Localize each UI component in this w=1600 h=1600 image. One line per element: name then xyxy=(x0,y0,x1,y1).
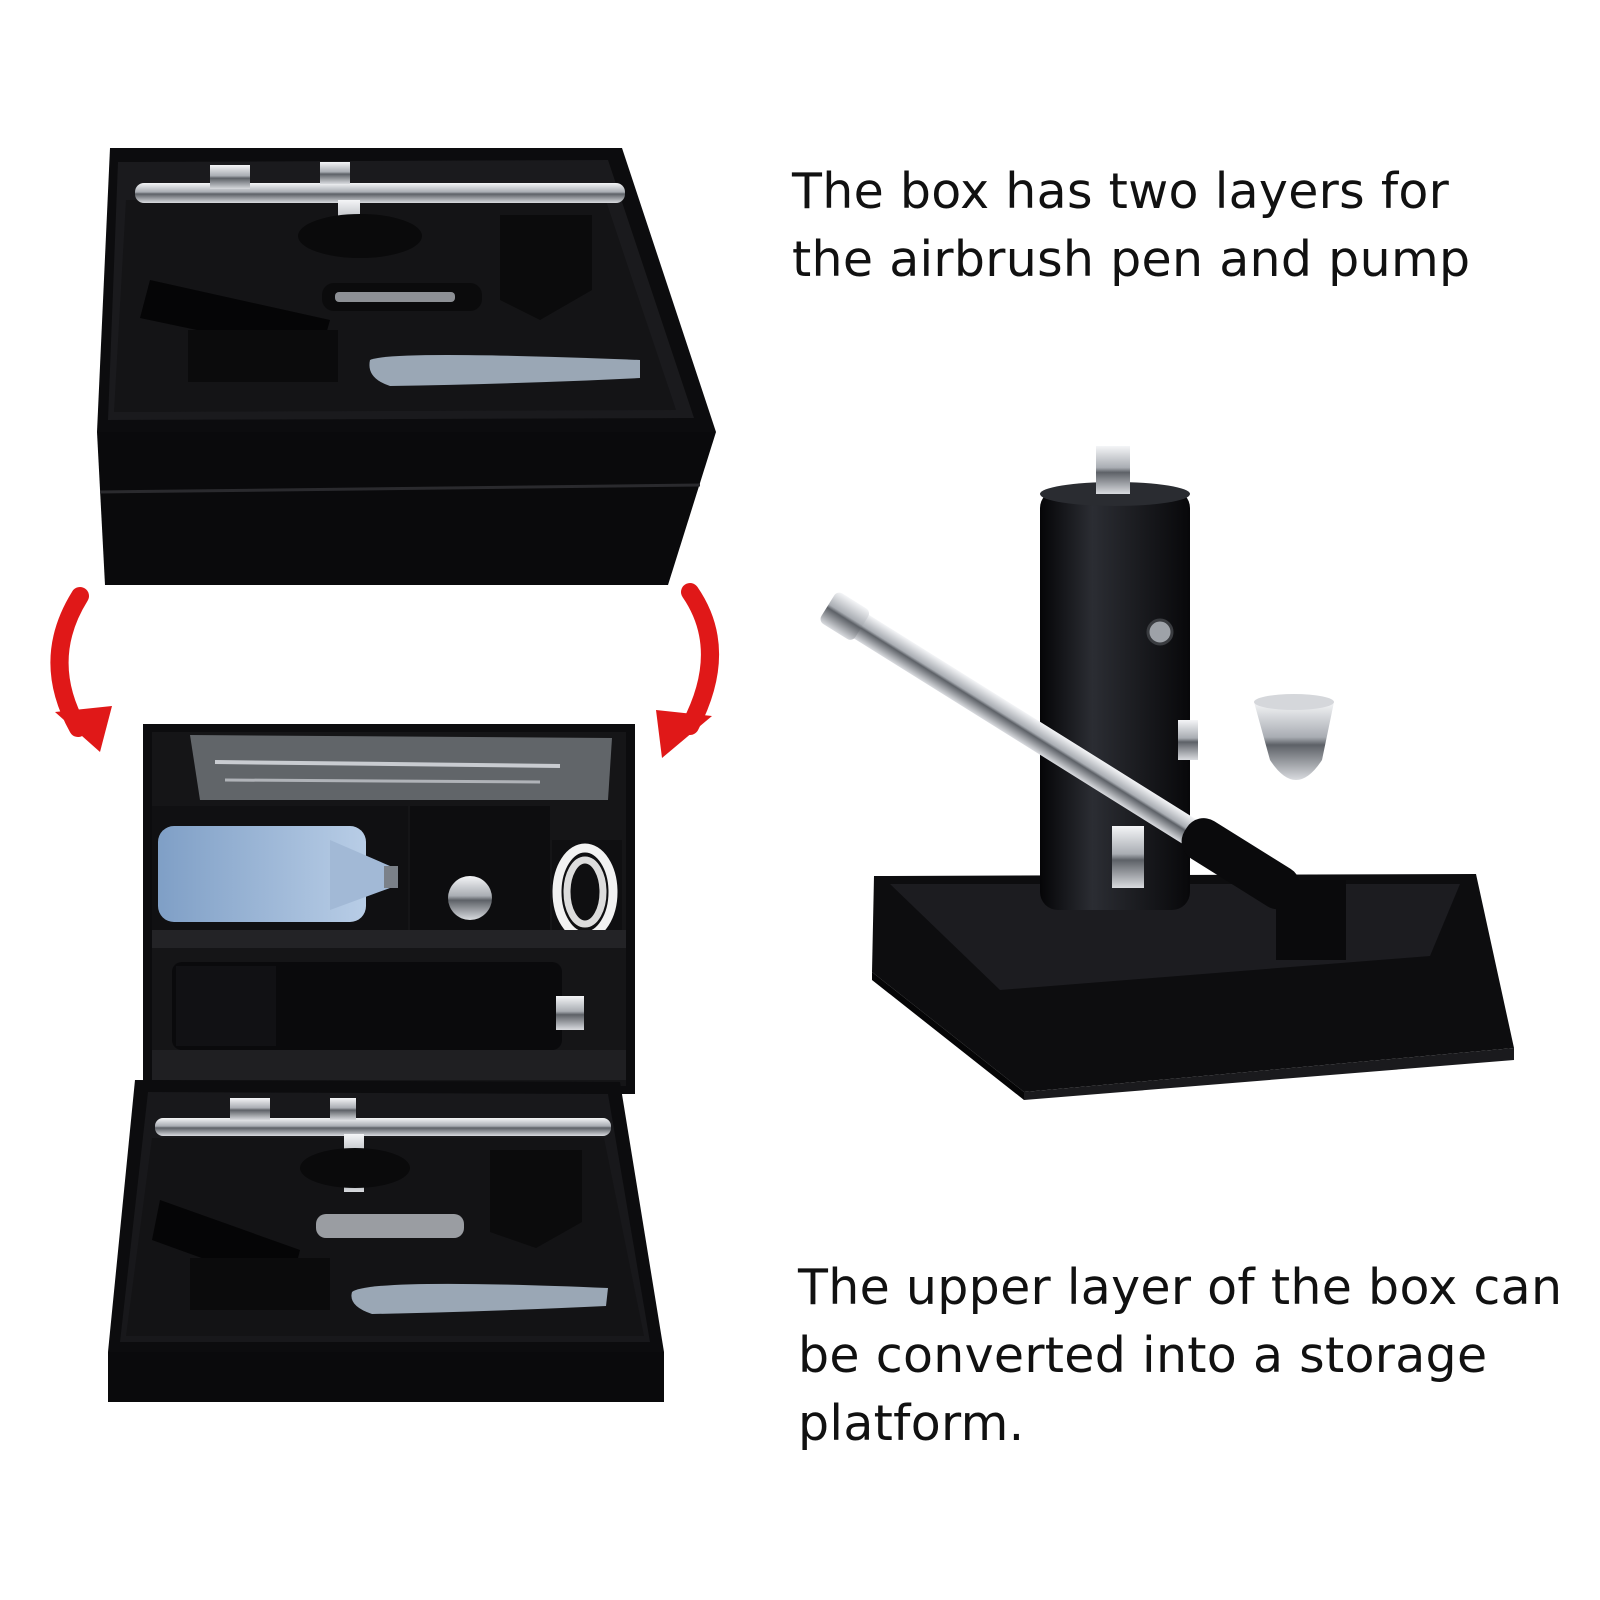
caption-bottom-line-3: platform. xyxy=(798,1395,1025,1452)
cleaning-bottle xyxy=(158,826,398,922)
caption-top: The box has two layers for the airbrush … xyxy=(792,158,1582,294)
airbrush-in-box-lower xyxy=(155,1098,611,1192)
caption-top-line-1: The box has two layers for xyxy=(792,163,1450,220)
box-upper-layer-open xyxy=(108,1080,664,1402)
air-pump-in-box xyxy=(172,962,584,1050)
box-top-closed xyxy=(97,148,716,585)
arrow-left-icon xyxy=(50,587,112,752)
caption-bottom: The upper layer of the box can be conver… xyxy=(798,1254,1588,1458)
storage-platform xyxy=(872,874,1514,1100)
airbrush-in-box-top xyxy=(135,162,625,256)
caption-top-line-2: the airbrush pen and pump xyxy=(792,231,1471,288)
box-lower-layer-open xyxy=(143,724,635,1094)
caption-bottom-line-2: be converted into a storage xyxy=(798,1327,1488,1384)
airbrush-on-stand xyxy=(820,592,1346,960)
arrow-right-icon xyxy=(656,583,719,758)
caption-bottom-line-1: The upper layer of the box can xyxy=(798,1259,1563,1316)
